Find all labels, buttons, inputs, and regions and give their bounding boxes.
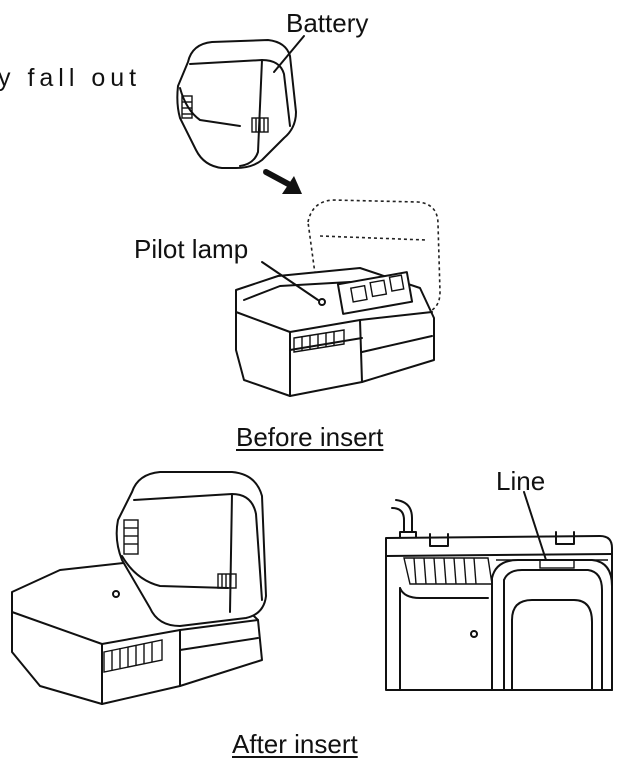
- battery-vent-slots: [181, 95, 269, 133]
- before-insert-caption: Before insert: [236, 422, 384, 452]
- after-insert-caption: After insert: [232, 729, 358, 759]
- line-leader-line: [523, 491, 547, 561]
- pilot-lamp-label: Pilot lamp: [134, 234, 249, 264]
- insert-arrow-icon: [263, 169, 302, 194]
- battery-leader-line: [273, 35, 305, 73]
- line-label: Line: [496, 466, 546, 496]
- charger-before-illustration: [235, 199, 441, 397]
- battery-illustration: [176, 35, 305, 169]
- battery-label: Battery: [286, 8, 369, 38]
- charger-after-vent-slots: [103, 639, 163, 673]
- charger-detail-illustration: [385, 491, 613, 691]
- charger-after-illustration: [11, 471, 267, 705]
- pilot-lamp-indicator: [318, 298, 326, 306]
- fragment-text: y fall out: [0, 64, 142, 92]
- pilot-lamp-leader-line: [261, 261, 319, 301]
- charger-before-vent-slots: [293, 329, 345, 353]
